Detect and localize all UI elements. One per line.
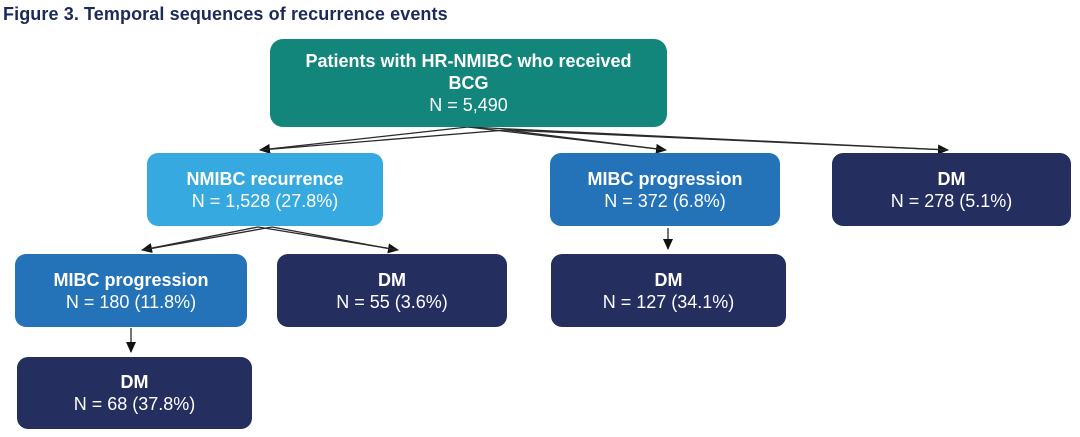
figure-title: Figure 3. Temporal sequences of recurren… [3, 4, 448, 24]
node-nmibc-recurrence-label: NMIBC recurrence [186, 168, 344, 189]
node-dm-after-mibc-recurrence-value: N = 68 (37.8%) [73, 394, 196, 414]
node-dm-after-recurrence-label: DM [378, 269, 406, 290]
node-dm-after-mibc-recurrence: DM N = 68 (37.8%) [17, 357, 252, 429]
node-root-label: Patients with HR-NMIBC who received BCG [305, 51, 632, 93]
node-dm-after-recurrence-value: N = 55 (3.6%) [336, 291, 448, 312]
node-mibc-progression-after-root-value: N = 372 (6.8%) [604, 190, 726, 211]
node-dm-after-recurrence: DM N = 55 (3.6%) [277, 254, 507, 327]
node-dm-after-root-label: DM [937, 168, 966, 189]
node-mibc-progression-after-root: MIBC progression N = 372 (6.8%) [550, 153, 780, 226]
node-dm-after-mibc-root-label: DM [654, 269, 683, 290]
node-mibc-progression-after-recurrence: MIBC progression N = 180 (11.8%) [15, 254, 247, 327]
node-mibc-progression-after-recurrence-value: N = 180 (11.8%) [65, 291, 197, 312]
node-nmibc-recurrence-value: N = 1,528 (27.8%) [191, 190, 339, 211]
node-mibc-progression-after-recurrence-label: MIBC progression [53, 269, 209, 290]
node-nmibc-recurrence: NMIBC recurrence N = 1,528 (27.8%) [147, 153, 383, 226]
node-mibc-progression-after-root-label: MIBC progression [587, 168, 743, 189]
node-dm-after-mibc-recurrence-label: DM [120, 372, 149, 392]
node-root: Patients with HR-NMIBC who received BCG … [270, 39, 667, 127]
node-dm-after-root: DM N = 278 (5.1%) [832, 153, 1071, 226]
node-root-value: N = 5,490 [429, 95, 508, 115]
node-dm-after-mibc-root-value: N = 127 (34.1%) [602, 291, 735, 312]
node-dm-after-root-value: N = 278 (5.1%) [890, 190, 1013, 211]
node-dm-after-mibc-root: DM N = 127 (34.1%) [551, 254, 786, 327]
